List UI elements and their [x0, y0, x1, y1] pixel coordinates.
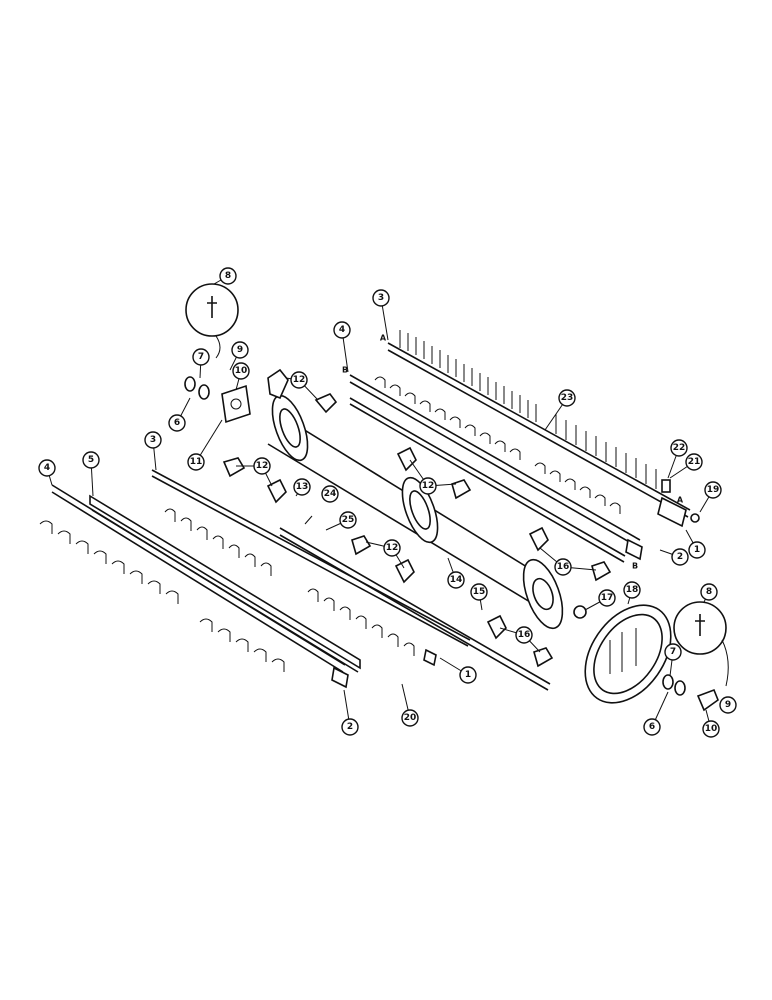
leader-lines [46, 275, 714, 730]
callout-6-right: 6 [643, 718, 661, 736]
svg-text:15: 15 [473, 587, 486, 597]
svg-text:12: 12 [422, 481, 435, 491]
svg-text:8: 8 [706, 587, 712, 597]
callout-20: 21 [685, 453, 703, 471]
svg-text:16: 16 [518, 630, 531, 640]
svg-text:8: 8 [225, 271, 231, 281]
svg-text:13: 13 [296, 482, 309, 492]
callout-4-left: 4 [38, 459, 56, 477]
tine-brackets [222, 368, 612, 668]
svg-text:4: 4 [339, 325, 345, 335]
callout-18: 18 [623, 581, 641, 599]
svg-text:20: 20 [404, 713, 417, 723]
left-bearing-assembly [184, 283, 251, 424]
svg-text:3: 3 [378, 293, 384, 303]
callout-2-right: 2 [671, 548, 689, 566]
rotor-shaft [267, 394, 587, 630]
svg-text:21: 21 [688, 457, 701, 467]
svg-text:9: 9 [237, 345, 243, 355]
svg-text:12: 12 [293, 375, 306, 385]
svg-text:12: 12 [256, 461, 269, 471]
callout-9-right: 9 [719, 696, 737, 714]
callout-10: 10 [232, 362, 250, 380]
callout-2-left: 2 [341, 718, 359, 736]
svg-text:10: 10 [235, 366, 248, 376]
callout-5: 5 [82, 451, 100, 469]
callout-11: 11 [187, 453, 205, 471]
svg-text:6: 6 [649, 722, 655, 732]
svg-text:7: 7 [670, 647, 676, 657]
callout-7: 7 [192, 348, 210, 366]
svg-text:9: 9 [725, 700, 731, 710]
svg-text:16: 16 [557, 562, 570, 572]
svg-text:25: 25 [342, 515, 355, 525]
upper-rod-assembly [349, 330, 700, 563]
callout-21: 22 [670, 439, 688, 457]
svg-text:4: 4 [44, 463, 50, 473]
callout-17: 17 [598, 589, 616, 607]
svg-text:5: 5 [88, 455, 94, 465]
callout-3-top: 3 [372, 289, 390, 307]
callout-16-a: 16 [554, 558, 572, 576]
svg-text:18: 18 [626, 585, 639, 595]
callout-8-right: 8 [700, 583, 718, 601]
svg-text:24: 24 [324, 489, 337, 499]
callout-12-b: 12 [253, 457, 271, 475]
svg-text:22: 22 [673, 443, 686, 453]
svg-text:23: 23 [561, 393, 574, 403]
callout-25: 25 [339, 511, 357, 529]
callout-10-right: 10 [702, 720, 720, 738]
callout-1-left: 1 [459, 666, 477, 684]
svg-text:1: 1 [465, 670, 471, 680]
letter-marks: A B A B [342, 334, 684, 571]
callout-12-c: 12 [419, 477, 437, 495]
callout-13: 13 [293, 478, 311, 496]
callout-12-a: 12 [290, 371, 308, 389]
callout-3-left: 3 [144, 431, 162, 449]
svg-text:19: 19 [707, 485, 720, 495]
callout-1-right: 1 [688, 541, 706, 559]
callout-15: 15 [470, 583, 488, 601]
svg-text:2: 2 [347, 722, 353, 732]
svg-text:6: 6 [174, 418, 180, 428]
letter-b-right: B [632, 562, 638, 571]
right-wheel-assembly [584, 601, 729, 712]
svg-text:7: 7 [198, 352, 204, 362]
callout-8: 8 [219, 267, 237, 285]
callout-6: 6 [168, 414, 186, 432]
callout-4-top: 4 [333, 321, 351, 339]
svg-text:17: 17 [601, 593, 614, 603]
svg-text:3: 3 [150, 435, 156, 445]
letter-a-right: A [677, 496, 684, 505]
svg-text:11: 11 [190, 457, 203, 467]
callout-9: 9 [231, 341, 249, 359]
letter-b-top: B [342, 366, 348, 375]
svg-text:12: 12 [386, 543, 399, 553]
callout-labels: 8 9 7 10 6 11 12 12 12 12 3 4 5 3 4 13 2… [38, 267, 737, 738]
callout-23: 23 [558, 389, 576, 407]
lower-rod-assembly [39, 469, 551, 691]
callout-19: 19 [704, 481, 722, 499]
callout-22: 20 [401, 709, 419, 727]
svg-text:2: 2 [677, 552, 683, 562]
callout-12-d: 12 [383, 539, 401, 557]
svg-text:1: 1 [694, 545, 700, 555]
callout-7-right: 7 [664, 643, 682, 661]
letter-a-top: A [380, 334, 387, 343]
callout-16-b: 16 [515, 626, 533, 644]
svg-text:14: 14 [450, 575, 463, 585]
callout-24: 24 [321, 485, 339, 503]
svg-text:10: 10 [705, 724, 718, 734]
callout-14: 14 [447, 571, 465, 589]
